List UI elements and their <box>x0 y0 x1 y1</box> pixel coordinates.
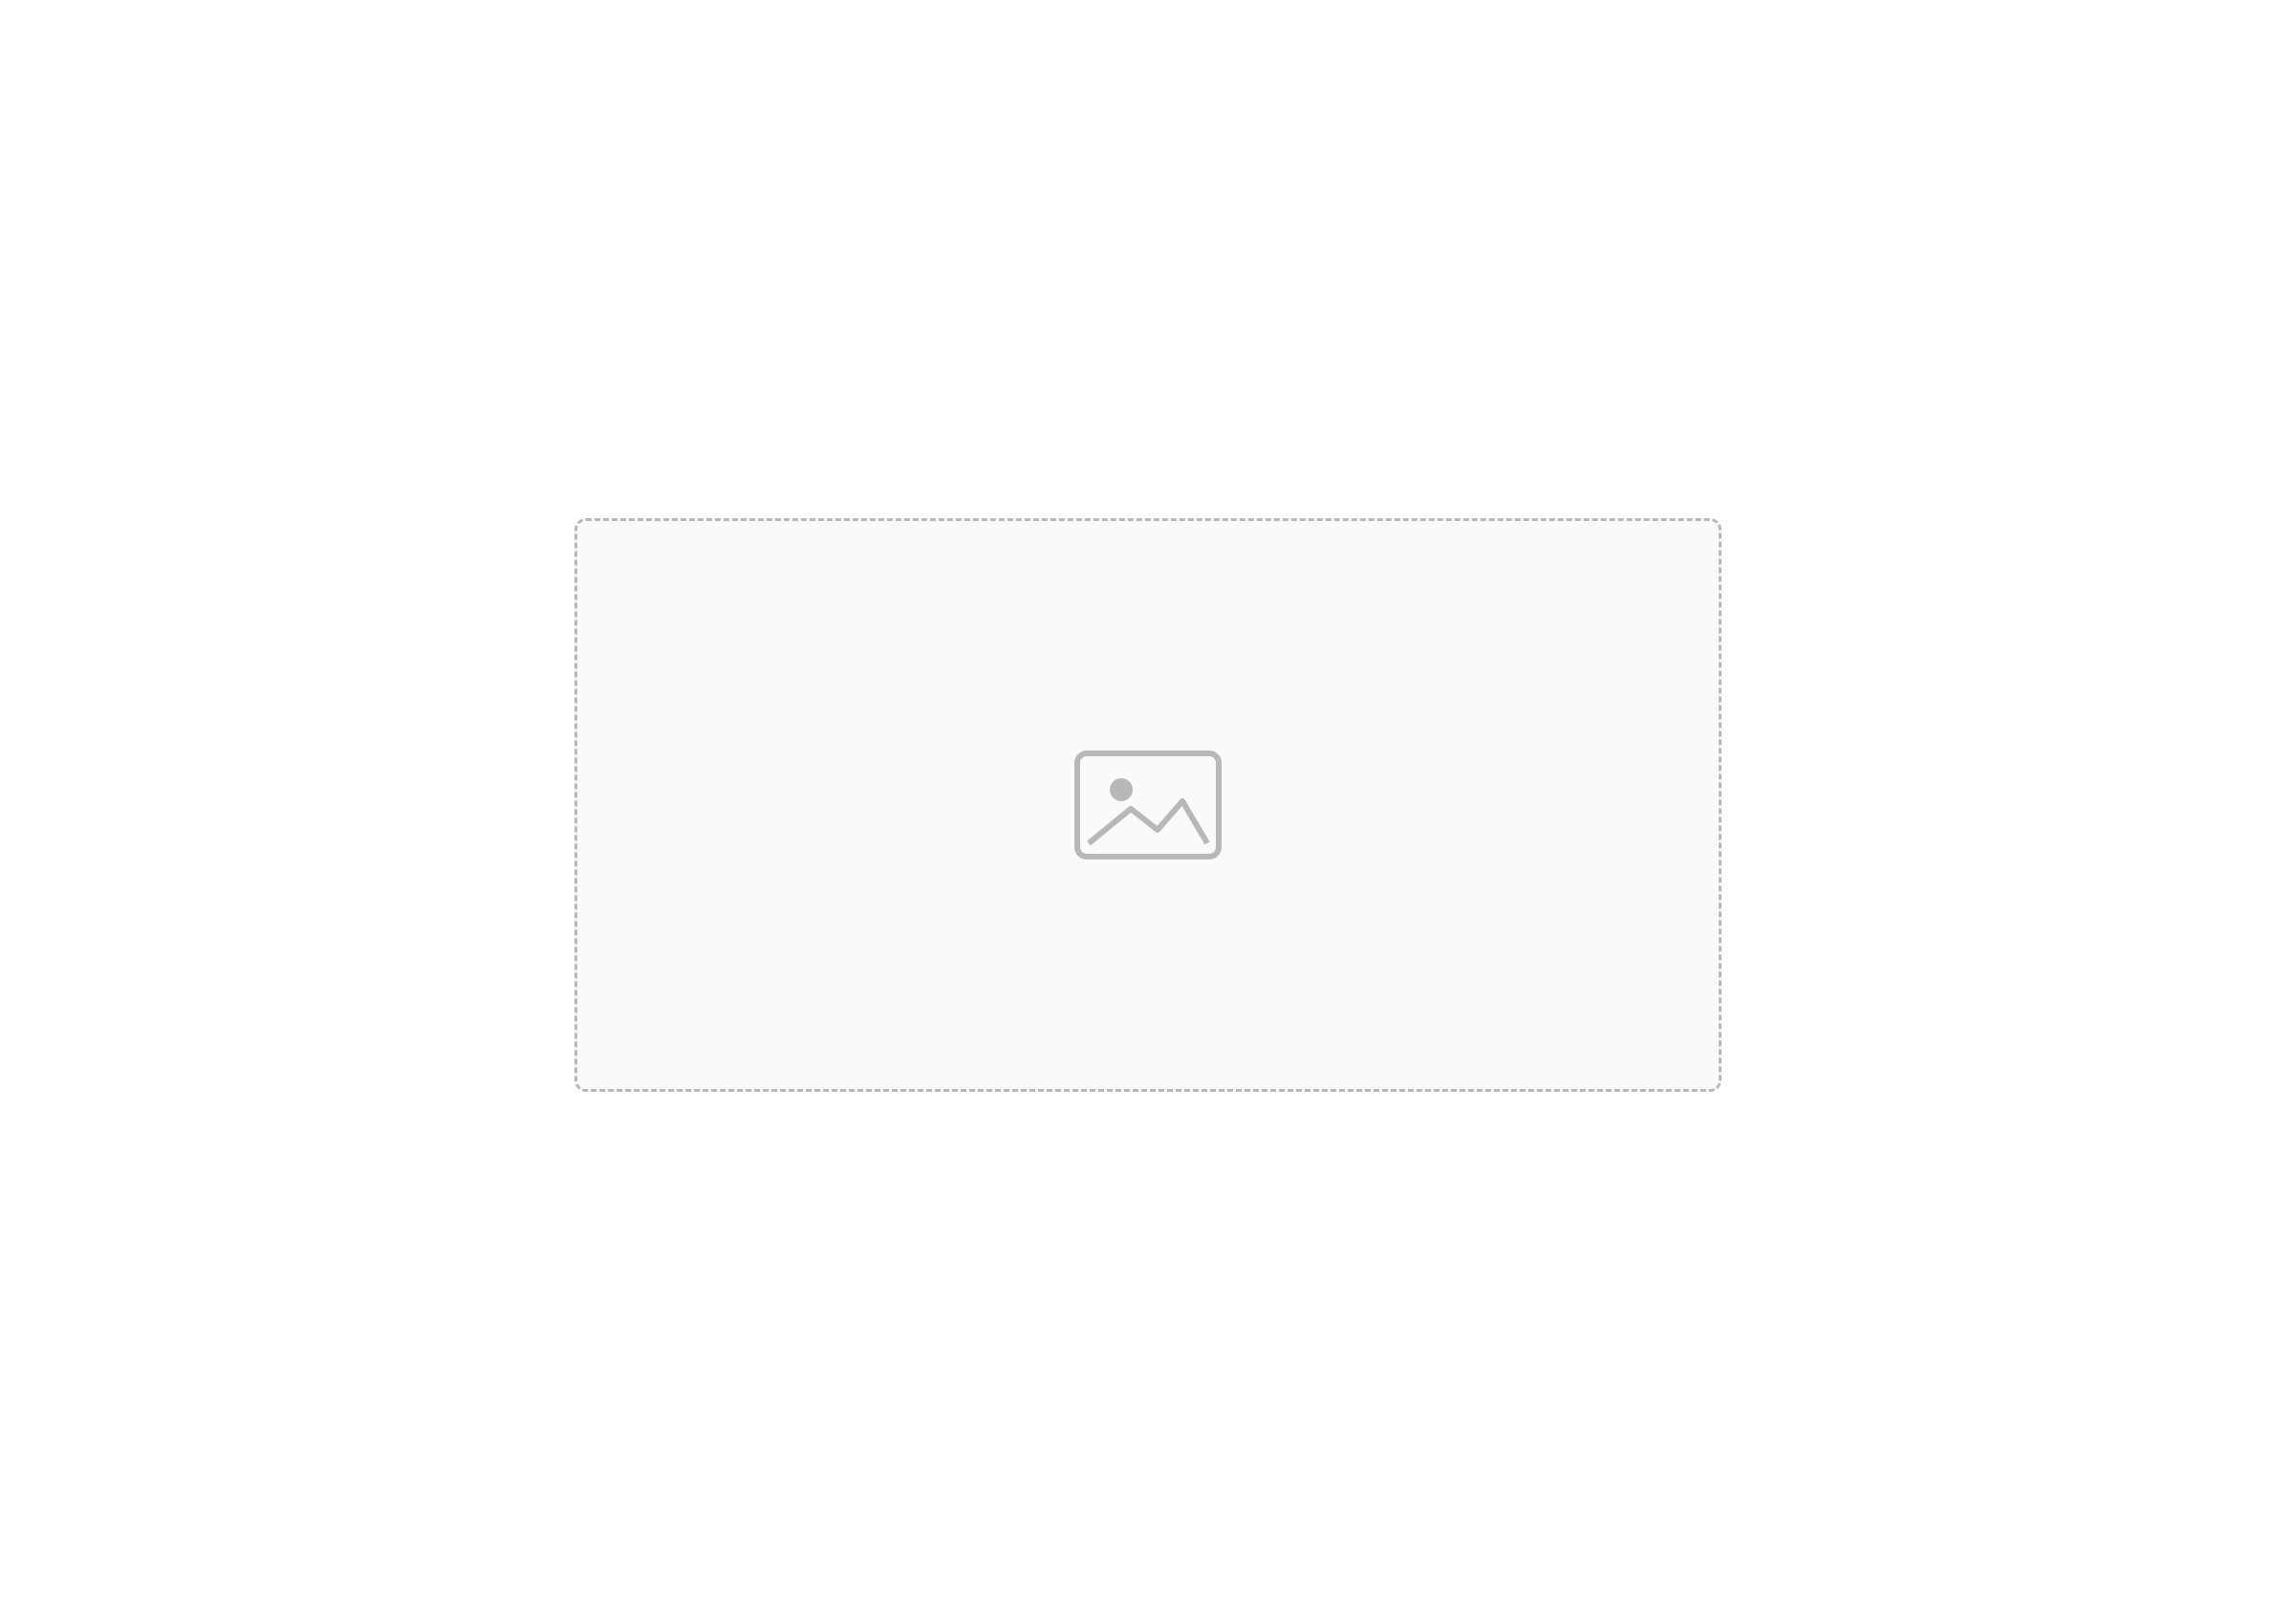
image-placeholder-icon <box>1074 751 1222 859</box>
placeholder-panel <box>574 518 1722 1092</box>
